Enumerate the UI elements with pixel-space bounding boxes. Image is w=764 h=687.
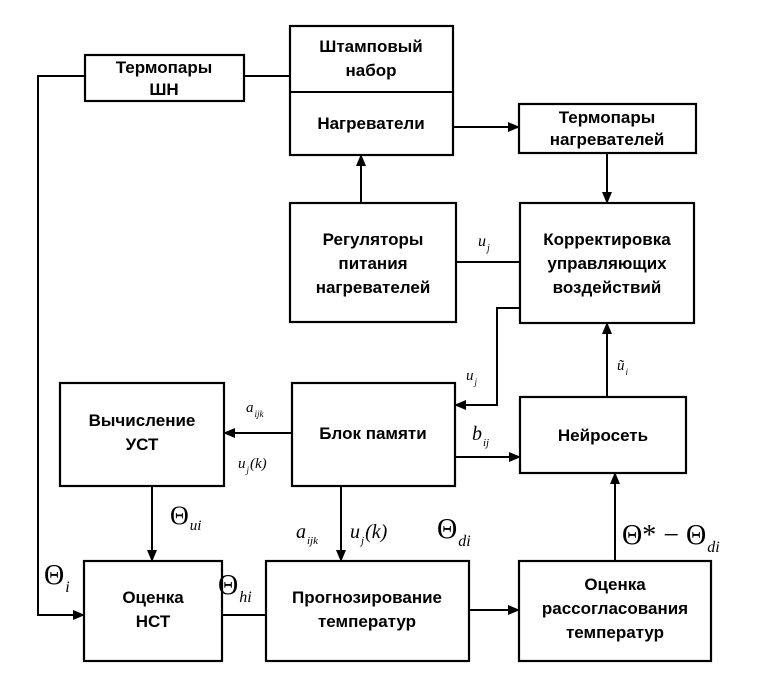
- block-mismatch: Оценка рассогласования температур: [517, 559, 713, 663]
- regulators-line2: питания: [338, 254, 407, 273]
- correction-line1: Корректировка: [543, 230, 671, 249]
- calc-ust-line1: Вычисление: [89, 411, 196, 430]
- connections: [37, 75, 620, 620]
- block-calc-ust: Вычисление УСТ: [58, 381, 226, 488]
- arrow-thermo-to-nst: [37, 75, 85, 620]
- memory-label: Блок памяти: [319, 424, 426, 443]
- block-thermocouples-die: Термопары ШН: [83, 53, 246, 103]
- signal-labels: uj uj ũi aijk uj(k) bij Θui aijk uj(k) Θ…: [44, 233, 720, 606]
- nst-line1: Оценка: [122, 588, 184, 607]
- mismatch-line2: рассогласования: [542, 599, 688, 618]
- nst-line2: НСТ: [136, 612, 171, 631]
- signal-b-ij: bij: [472, 423, 489, 449]
- thermocouples-die-line1: Термопары: [116, 58, 213, 77]
- die-set-line1: Штамповый: [319, 37, 423, 56]
- correction-line3: воздействий: [553, 278, 662, 297]
- thermocouples-heaters-line1: Термопары: [559, 108, 656, 127]
- forecast-line1: Прогнозирование: [292, 588, 442, 607]
- signal-u-j-1: uj: [478, 233, 490, 254]
- calc-ust-line2: УСТ: [126, 435, 159, 454]
- correction-line2: управляющих: [547, 254, 667, 273]
- block-die-set: Штамповый набор Нагреватели: [288, 24, 455, 157]
- block-estimate-nst: Оценка НСТ: [82, 559, 224, 663]
- signal-u-jk-1: uj(k): [238, 456, 267, 475]
- block-memory: Блок памяти: [290, 381, 457, 488]
- signal-u-jk-2: uj(k): [350, 521, 388, 547]
- signal-u-j-2: uj: [466, 368, 478, 387]
- signal-a-ijk-1: aijk: [246, 400, 265, 419]
- block-power-regulators: Регуляторы питания нагревателей: [288, 201, 458, 324]
- block-correction: Корректировка управляющих воздействий: [518, 201, 696, 325]
- arrow-correction-to-memory: [454, 307, 520, 410]
- block-forecast: Прогнозирование температур: [264, 559, 471, 663]
- heaters-label: Нагреватели: [317, 114, 424, 133]
- signal-theta-ui: Θui: [170, 501, 201, 534]
- mismatch-line3: температур: [566, 623, 664, 642]
- thermocouples-heaters-line2: нагревателей: [550, 130, 665, 149]
- block-thermocouples-heaters: Термопары нагревателей: [517, 102, 698, 155]
- forecast-line2: температур: [318, 612, 416, 631]
- signal-theta-i: Θi: [44, 560, 70, 596]
- neural-net-label: Нейросеть: [558, 426, 648, 445]
- signal-a-ijk-2: aijk: [296, 521, 319, 547]
- regulators-line3: нагревателей: [316, 278, 431, 297]
- signal-theta-hi: Θhi: [218, 570, 252, 606]
- mismatch-line1: Оценка: [584, 575, 646, 594]
- signal-u-tilde-i: ũi: [617, 358, 629, 377]
- block-neural-net: Нейросеть: [518, 395, 688, 475]
- regulators-line1: Регуляторы: [323, 230, 424, 249]
- thermocouples-die-line2: ШН: [149, 80, 178, 99]
- signal-theta-di: Θdi: [437, 514, 471, 550]
- die-set-line2: набор: [346, 61, 397, 80]
- signal-theta-difference: Θ* − Θdi: [622, 520, 720, 556]
